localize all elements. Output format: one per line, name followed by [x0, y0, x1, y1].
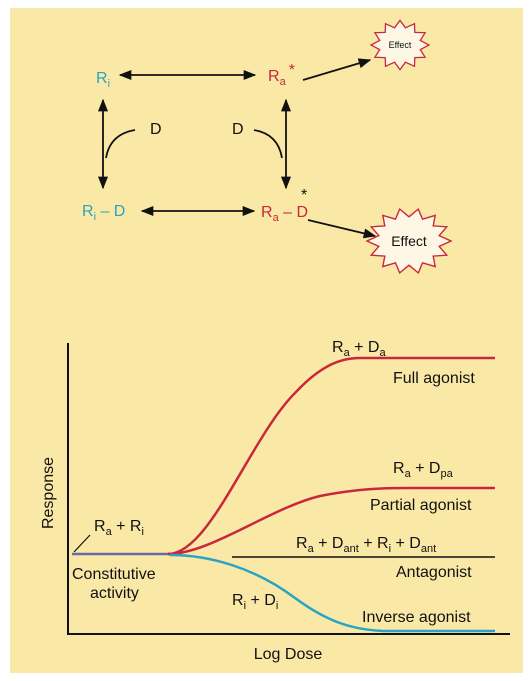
y-axis-label: Response — [40, 457, 57, 529]
baseline-formula: Ra + Ri — [94, 518, 144, 538]
x-axis-label: Log Dose — [254, 646, 323, 663]
full-agonist-name: Full agonist — [393, 370, 475, 387]
constitutive-label-1: Constitutive — [72, 566, 156, 583]
effect-label-small: Effect — [389, 40, 412, 50]
inverse-agonist-curve — [169, 553, 495, 633]
effect-burst-large — [365, 207, 453, 275]
inverse-agonist-name: Inverse agonist — [362, 609, 471, 626]
drug-curve-left — [105, 129, 136, 159]
antagonist-formula: Ra + Dant + Ri + Dant — [296, 535, 436, 555]
drug-curve-right — [253, 129, 283, 159]
partial-agonist-formula: Ra + Dpa — [393, 460, 454, 480]
ra-label: Ra* — [268, 62, 295, 88]
full-agonist-formula: Ra + Da — [332, 339, 386, 359]
baseline-pointer — [73, 534, 91, 553]
ra-d-label: Ra – D — [261, 204, 308, 224]
effect-arrow-small — [302, 58, 372, 81]
ri-d-label: Ri – D — [82, 203, 125, 223]
figure-svg: Ri Ra* D D Ri – D Ra – D * Effect Effect… — [40, 19, 510, 663]
receptor-model-figure: Ri Ra* D D Ri – D Ra – D * Effect Effect… — [10, 8, 523, 673]
effect-label-large: Effect — [391, 233, 427, 249]
drug-label-left: D — [150, 121, 162, 138]
effect-burst-small — [369, 19, 431, 71]
full-agonist-curve — [167, 356, 495, 556]
partial-agonist-curve — [167, 486, 495, 556]
ra-d-star: * — [301, 187, 307, 204]
ri-label: Ri — [96, 70, 110, 90]
effect-arrow-large — [307, 219, 377, 239]
drug-label-right: D — [232, 121, 244, 138]
constitutive-label-2: activity — [90, 585, 139, 602]
partial-agonist-name: Partial agonist — [370, 497, 472, 514]
inverse-agonist-formula: Ri + Di — [232, 592, 278, 612]
antagonist-name: Antagonist — [396, 564, 472, 581]
